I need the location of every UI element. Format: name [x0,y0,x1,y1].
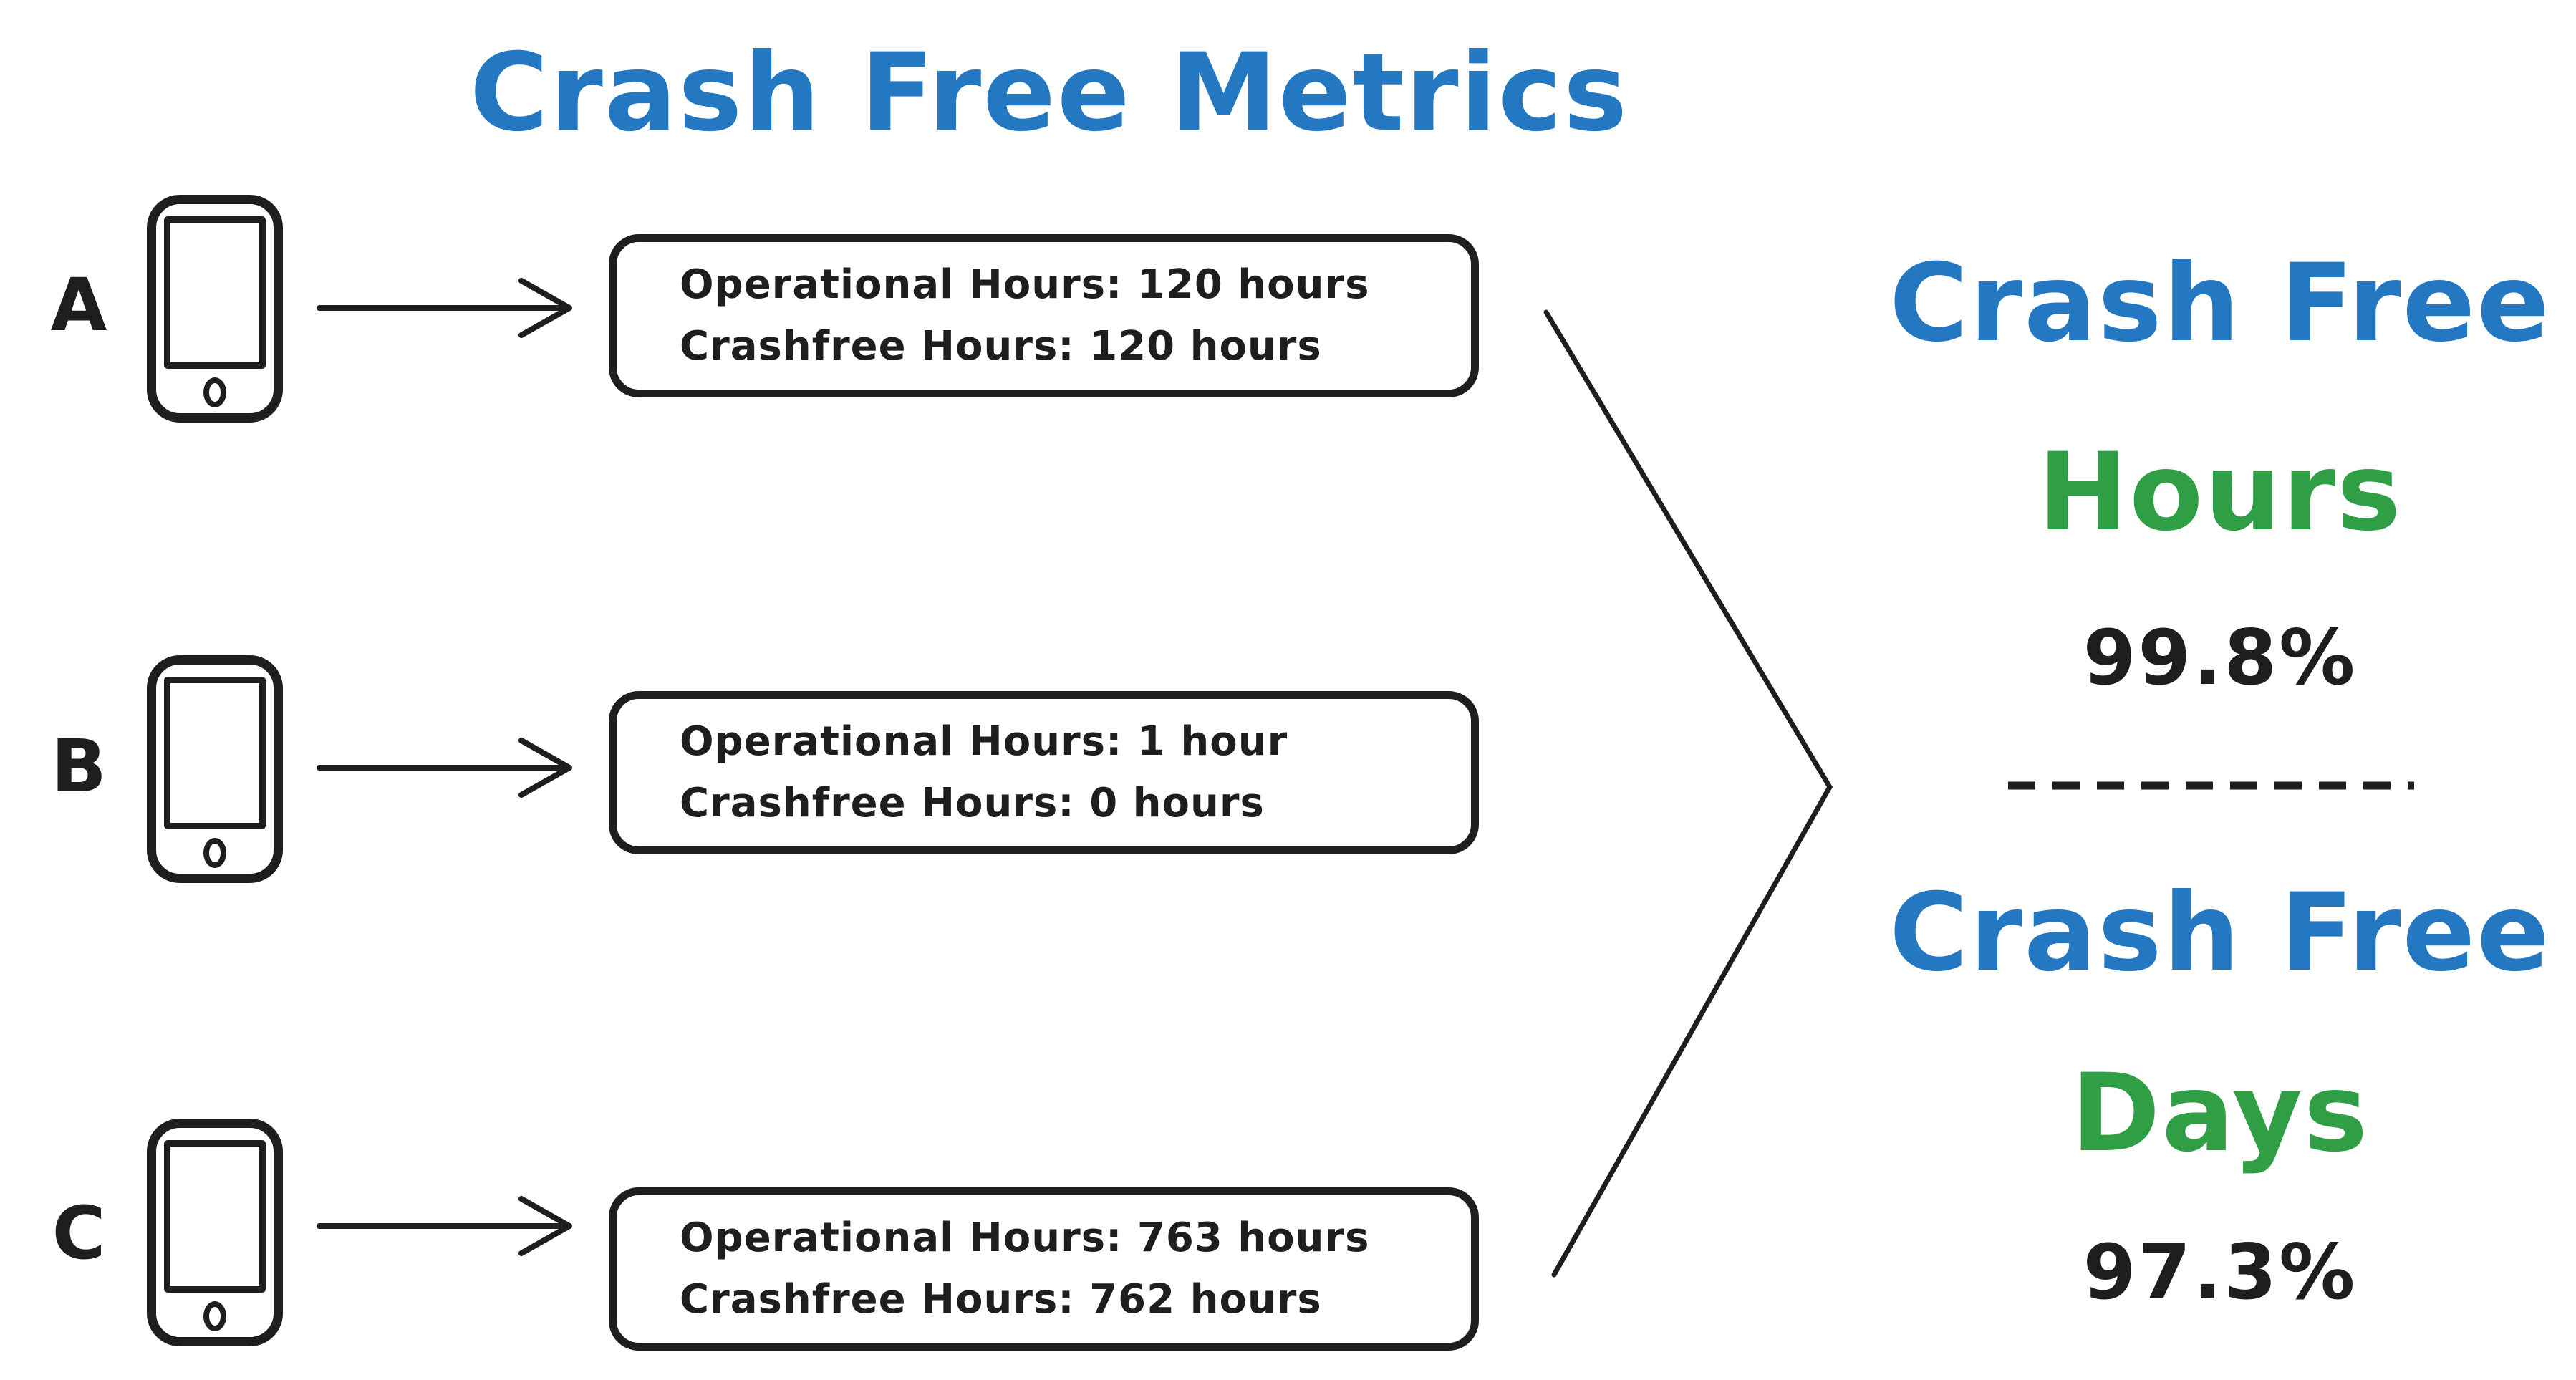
device-b-metrics-box: Operational Hours: 1 hour Crashfree Hour… [609,691,1479,854]
operational-hours-text: Operational Hours: 1 hour [680,718,1288,765]
crashfree-hours-text: Crashfree Hours: 120 hours [680,323,1322,370]
phone-home-button-icon [203,838,226,868]
crashfree-hours-text: Crashfree Hours: 0 hours [680,780,1265,826]
phone-screen [164,677,266,829]
arrow-right-icon [317,278,572,338]
arrow-right-icon [317,1196,572,1256]
crash-free-hours-value: 99.8% [2083,614,2358,702]
results-panel: Crash Free Hours 99.8% Crash Free Days 9… [1869,0,2571,1380]
crash-free-days-subtitle: Days [2070,1051,2370,1176]
dashed-divider [2008,781,2414,790]
device-a-metrics-box: Operational Hours: 120 hours Crashfree H… [609,234,1479,397]
phone-icon [147,655,283,883]
phone-screen [164,216,266,369]
operational-hours-text: Operational Hours: 763 hours [680,1215,1370,1261]
crash-free-days-title: Crash Free [1889,871,2551,995]
crash-free-days-value: 97.3% [2083,1228,2358,1316]
phone-home-button-icon [203,1301,226,1331]
device-label-b: B [51,724,107,809]
crashfree-hours-text: Crashfree Hours: 762 hours [680,1276,1322,1323]
device-label-a: A [50,263,107,348]
phone-icon [147,195,283,423]
phone-screen [164,1140,266,1293]
crash-free-hours-title: Crash Free [1889,241,2551,366]
arrow-right-icon [317,738,572,798]
phone-icon [147,1119,283,1346]
page-title: Crash Free Metrics [469,31,1629,155]
chevron-merge-icon [1543,309,1833,1278]
phone-home-button-icon [203,377,226,407]
device-c-metrics-box: Operational Hours: 763 hours Crashfree H… [609,1187,1479,1351]
crash-free-hours-subtitle: Hours [2037,430,2403,555]
operational-hours-text: Operational Hours: 120 hours [680,261,1370,308]
device-label-c: C [52,1191,106,1276]
